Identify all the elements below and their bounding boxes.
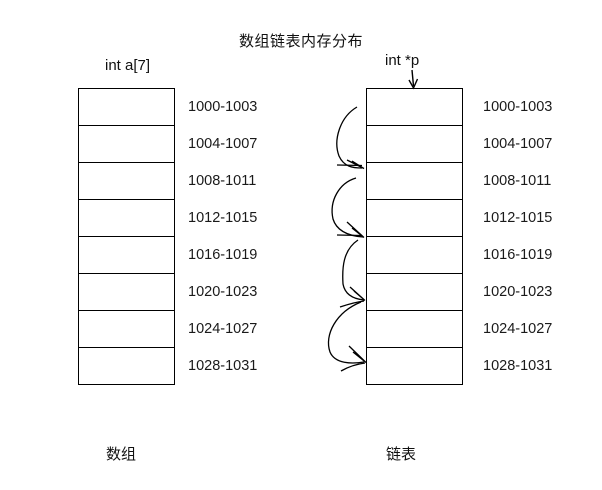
linkedlist-cell	[367, 89, 462, 126]
linkedlist-cell	[367, 163, 462, 200]
array-address-label: 1020-1023	[188, 284, 258, 301]
linkedlist-address-label: 1028-1031	[483, 358, 553, 375]
pointer-declaration-label: int *p	[385, 52, 420, 69]
linkedlist-address-label: 1016-1019	[483, 247, 553, 264]
linkedlist-cell	[367, 237, 462, 274]
array-cell	[79, 200, 174, 237]
array-address-label: 1028-1031	[188, 358, 258, 375]
linkedlist-address-label: 1004-1007	[483, 135, 553, 152]
array-address-label: 1008-1011	[188, 172, 257, 189]
array-address-label: 1004-1007	[188, 135, 258, 152]
array-address-label: 1016-1019	[188, 247, 258, 264]
linkedlist-cell	[367, 126, 462, 163]
array-cell	[79, 89, 174, 126]
curved-link-arrow-icon	[331, 177, 365, 239]
array-declaration-label: int a[7]	[105, 57, 151, 74]
page-title: 数组链表内存分布	[238, 33, 363, 50]
array-memory-table	[78, 88, 175, 385]
curved-link-arrow-icon	[327, 301, 367, 372]
linkedlist-address-label: 1008-1011	[483, 172, 552, 189]
linkedlist-caption: 链表	[386, 446, 417, 463]
array-cell	[79, 126, 174, 163]
linkedlist-address-label: 1012-1015	[483, 209, 553, 226]
linkedlist-address-label: 1020-1023	[483, 284, 553, 301]
array-caption: 数组	[106, 446, 137, 463]
linkedlist-cell	[367, 311, 462, 348]
array-cell	[79, 237, 174, 274]
linkedlist-cell	[367, 200, 462, 237]
curved-link-arrow-icon	[339, 239, 366, 308]
array-cell	[79, 163, 174, 200]
array-address-label: 1012-1015	[188, 209, 258, 226]
array-address-label: 1000-1003	[188, 98, 258, 115]
array-address-label: 1024-1027	[188, 321, 258, 338]
curved-link-arrow-icon	[336, 106, 365, 170]
linkedlist-memory-table	[366, 88, 463, 385]
linkedlist-address-label: 1000-1003	[483, 98, 553, 115]
linkedlist-address-list: 1000-1003 1004-1007 1008-1011 1012-1015 …	[483, 88, 593, 385]
down-arrow-icon	[408, 69, 419, 90]
array-cell	[79, 274, 174, 311]
linkedlist-cell	[367, 274, 462, 311]
array-cell	[79, 311, 174, 348]
linkedlist-address-label: 1024-1027	[483, 321, 553, 338]
array-address-list: 1000-1003 1004-1007 1008-1011 1012-1015 …	[188, 88, 298, 385]
